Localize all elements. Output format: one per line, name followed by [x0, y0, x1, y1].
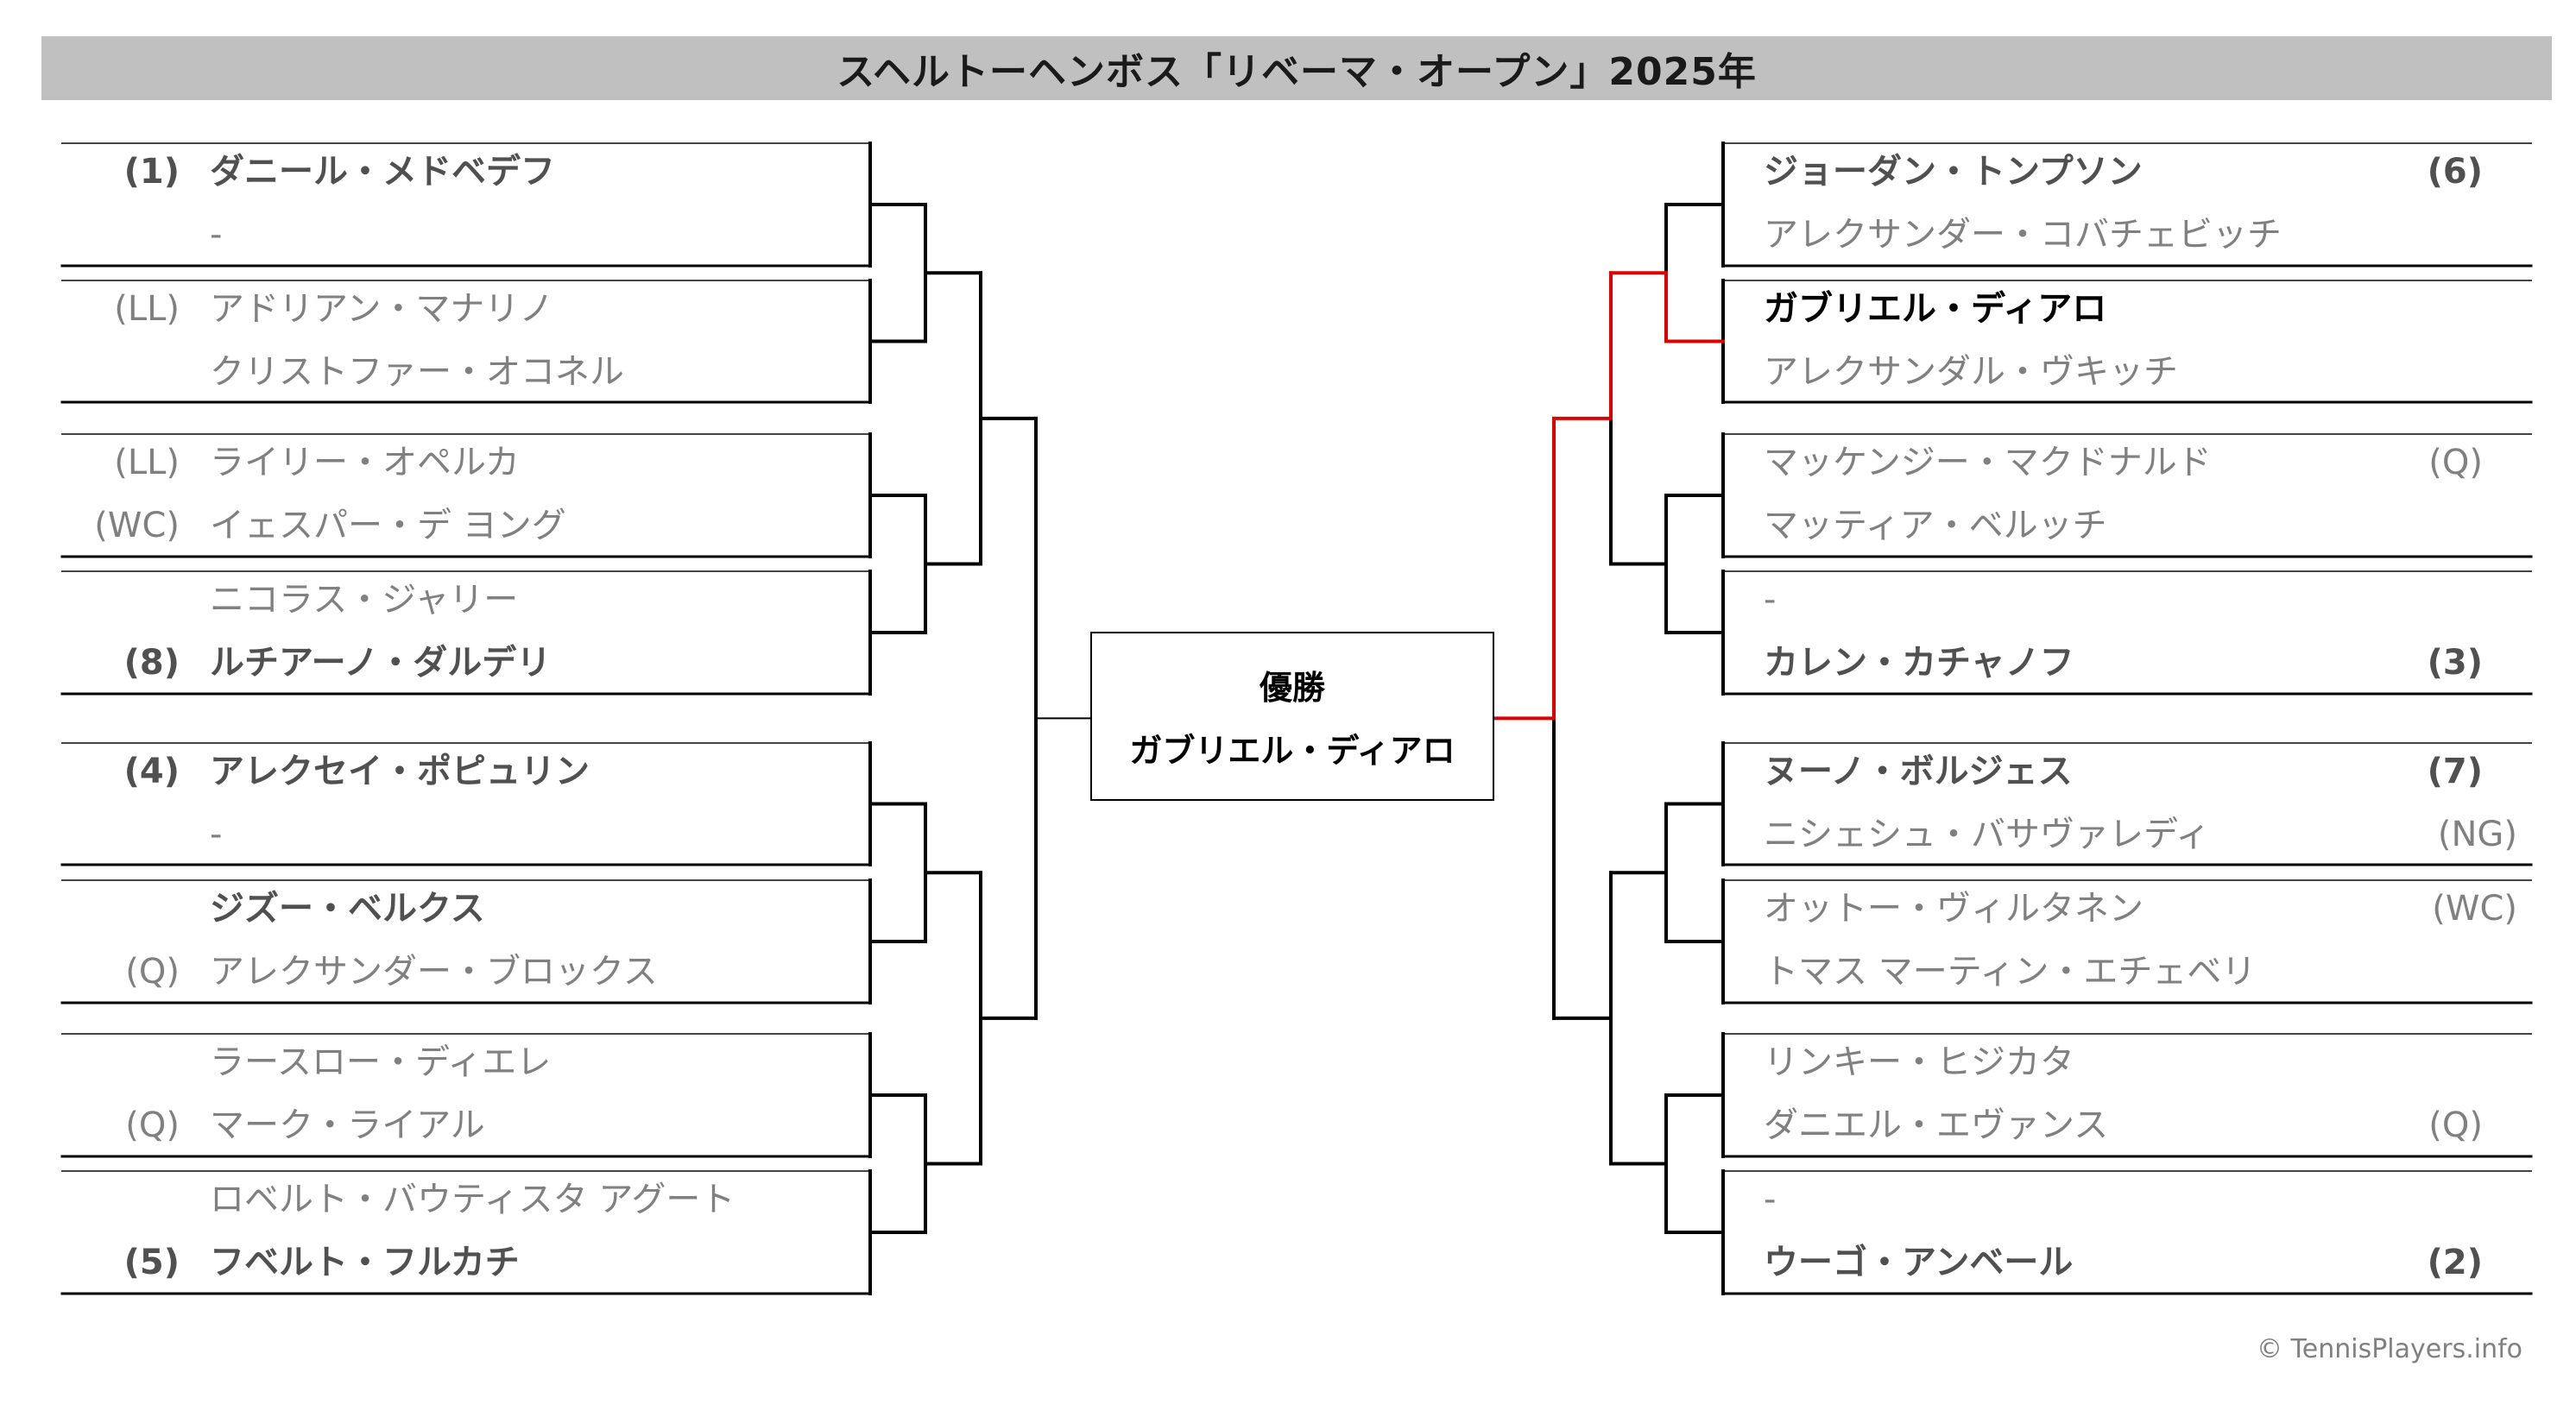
- player-name: フベルト・フルカチ: [210, 1243, 520, 1282]
- player-name: ラースロー・ディエレ: [210, 1042, 552, 1082]
- seed-label: (LL): [114, 289, 180, 329]
- player-name: -: [1764, 580, 1777, 620]
- seed-label: (7): [2427, 752, 2483, 791]
- champion-name: ガブリエル・ディアロ: [1129, 732, 1455, 770]
- player-name: -: [1764, 1180, 1777, 1219]
- player-name: カレン・カチャノフ: [1764, 643, 2074, 683]
- seed-label: (4): [123, 752, 180, 791]
- player-name: -: [210, 215, 223, 255]
- seed-label: (Q): [2428, 1105, 2483, 1145]
- page-title: スヘルトーヘンボス「リベーマ・オープン」2025年: [41, 36, 2552, 100]
- player-name: アレクサンダル・ヴキッチ: [1764, 352, 2178, 392]
- player-name: トマス マーティン・エチェベリ: [1764, 952, 2257, 992]
- seed-label: (1): [123, 152, 180, 192]
- player-name: マッケンジー・マクドナルド: [1764, 443, 2212, 482]
- seed-label: (5): [123, 1243, 180, 1282]
- seed-label: (2): [2427, 1243, 2483, 1282]
- player-name: ライリー・オペルカ: [210, 443, 520, 482]
- seed-label: (WC): [94, 506, 180, 545]
- seed-label: (Q): [2428, 443, 2483, 482]
- player-name: マーク・ライアル: [210, 1105, 485, 1145]
- player-name: マッティア・ベルッチ: [1764, 506, 2107, 545]
- player-name: ジズー・ベルクス: [210, 889, 485, 929]
- player-name: アレクサンダー・コバチェビッチ: [1764, 215, 2282, 255]
- player-name: ルチアーノ・ダルデリ: [210, 643, 552, 683]
- player-name: -: [210, 815, 223, 854]
- copyright-notice: © TennisPlayers.info: [2257, 1334, 2522, 1364]
- player-name: ニコラス・ジャリー: [210, 580, 519, 620]
- champion-box: 優勝 ガブリエル・ディアロ: [1090, 632, 1494, 801]
- player-name: アレクセイ・ポピュリン: [210, 752, 590, 791]
- seed-label: (NG): [2437, 815, 2517, 854]
- player-name: オットー・ヴィルタネン: [1764, 889, 2144, 929]
- player-name: リンキー・ヒジカタ: [1764, 1042, 2074, 1082]
- seed-label: (8): [123, 643, 180, 683]
- seed-label: (Q): [125, 1105, 180, 1145]
- player-name: ガブリエル・ディアロ: [1764, 289, 2107, 329]
- player-name: ニシェシュ・バサヴァレディ: [1764, 815, 2211, 854]
- player-name: ロベルト・バウティスタ アグート: [210, 1180, 736, 1219]
- seed-label: (3): [2427, 643, 2483, 683]
- seed-label: (LL): [114, 443, 180, 482]
- seed-label: (Q): [125, 952, 180, 992]
- seed-label: (WC): [2432, 889, 2517, 929]
- player-name: ウーゴ・アンベール: [1764, 1243, 2074, 1282]
- player-name: ダニエル・エヴァンス: [1764, 1105, 2109, 1145]
- player-name: ジョーダン・トンプソン: [1764, 152, 2143, 192]
- player-name: アドリアン・マナリノ: [210, 289, 554, 329]
- champion-label: 優勝: [1259, 669, 1325, 707]
- player-name: イェスパー・デ ヨング: [210, 506, 566, 545]
- player-name: ダニール・メドベデフ: [210, 152, 555, 192]
- player-name: ヌーノ・ボルジェス: [1764, 752, 2073, 791]
- player-name: アレクサンダー・ブロックス: [210, 952, 658, 992]
- seed-label: (6): [2427, 152, 2483, 192]
- player-name: クリストファー・オコネル: [210, 352, 624, 392]
